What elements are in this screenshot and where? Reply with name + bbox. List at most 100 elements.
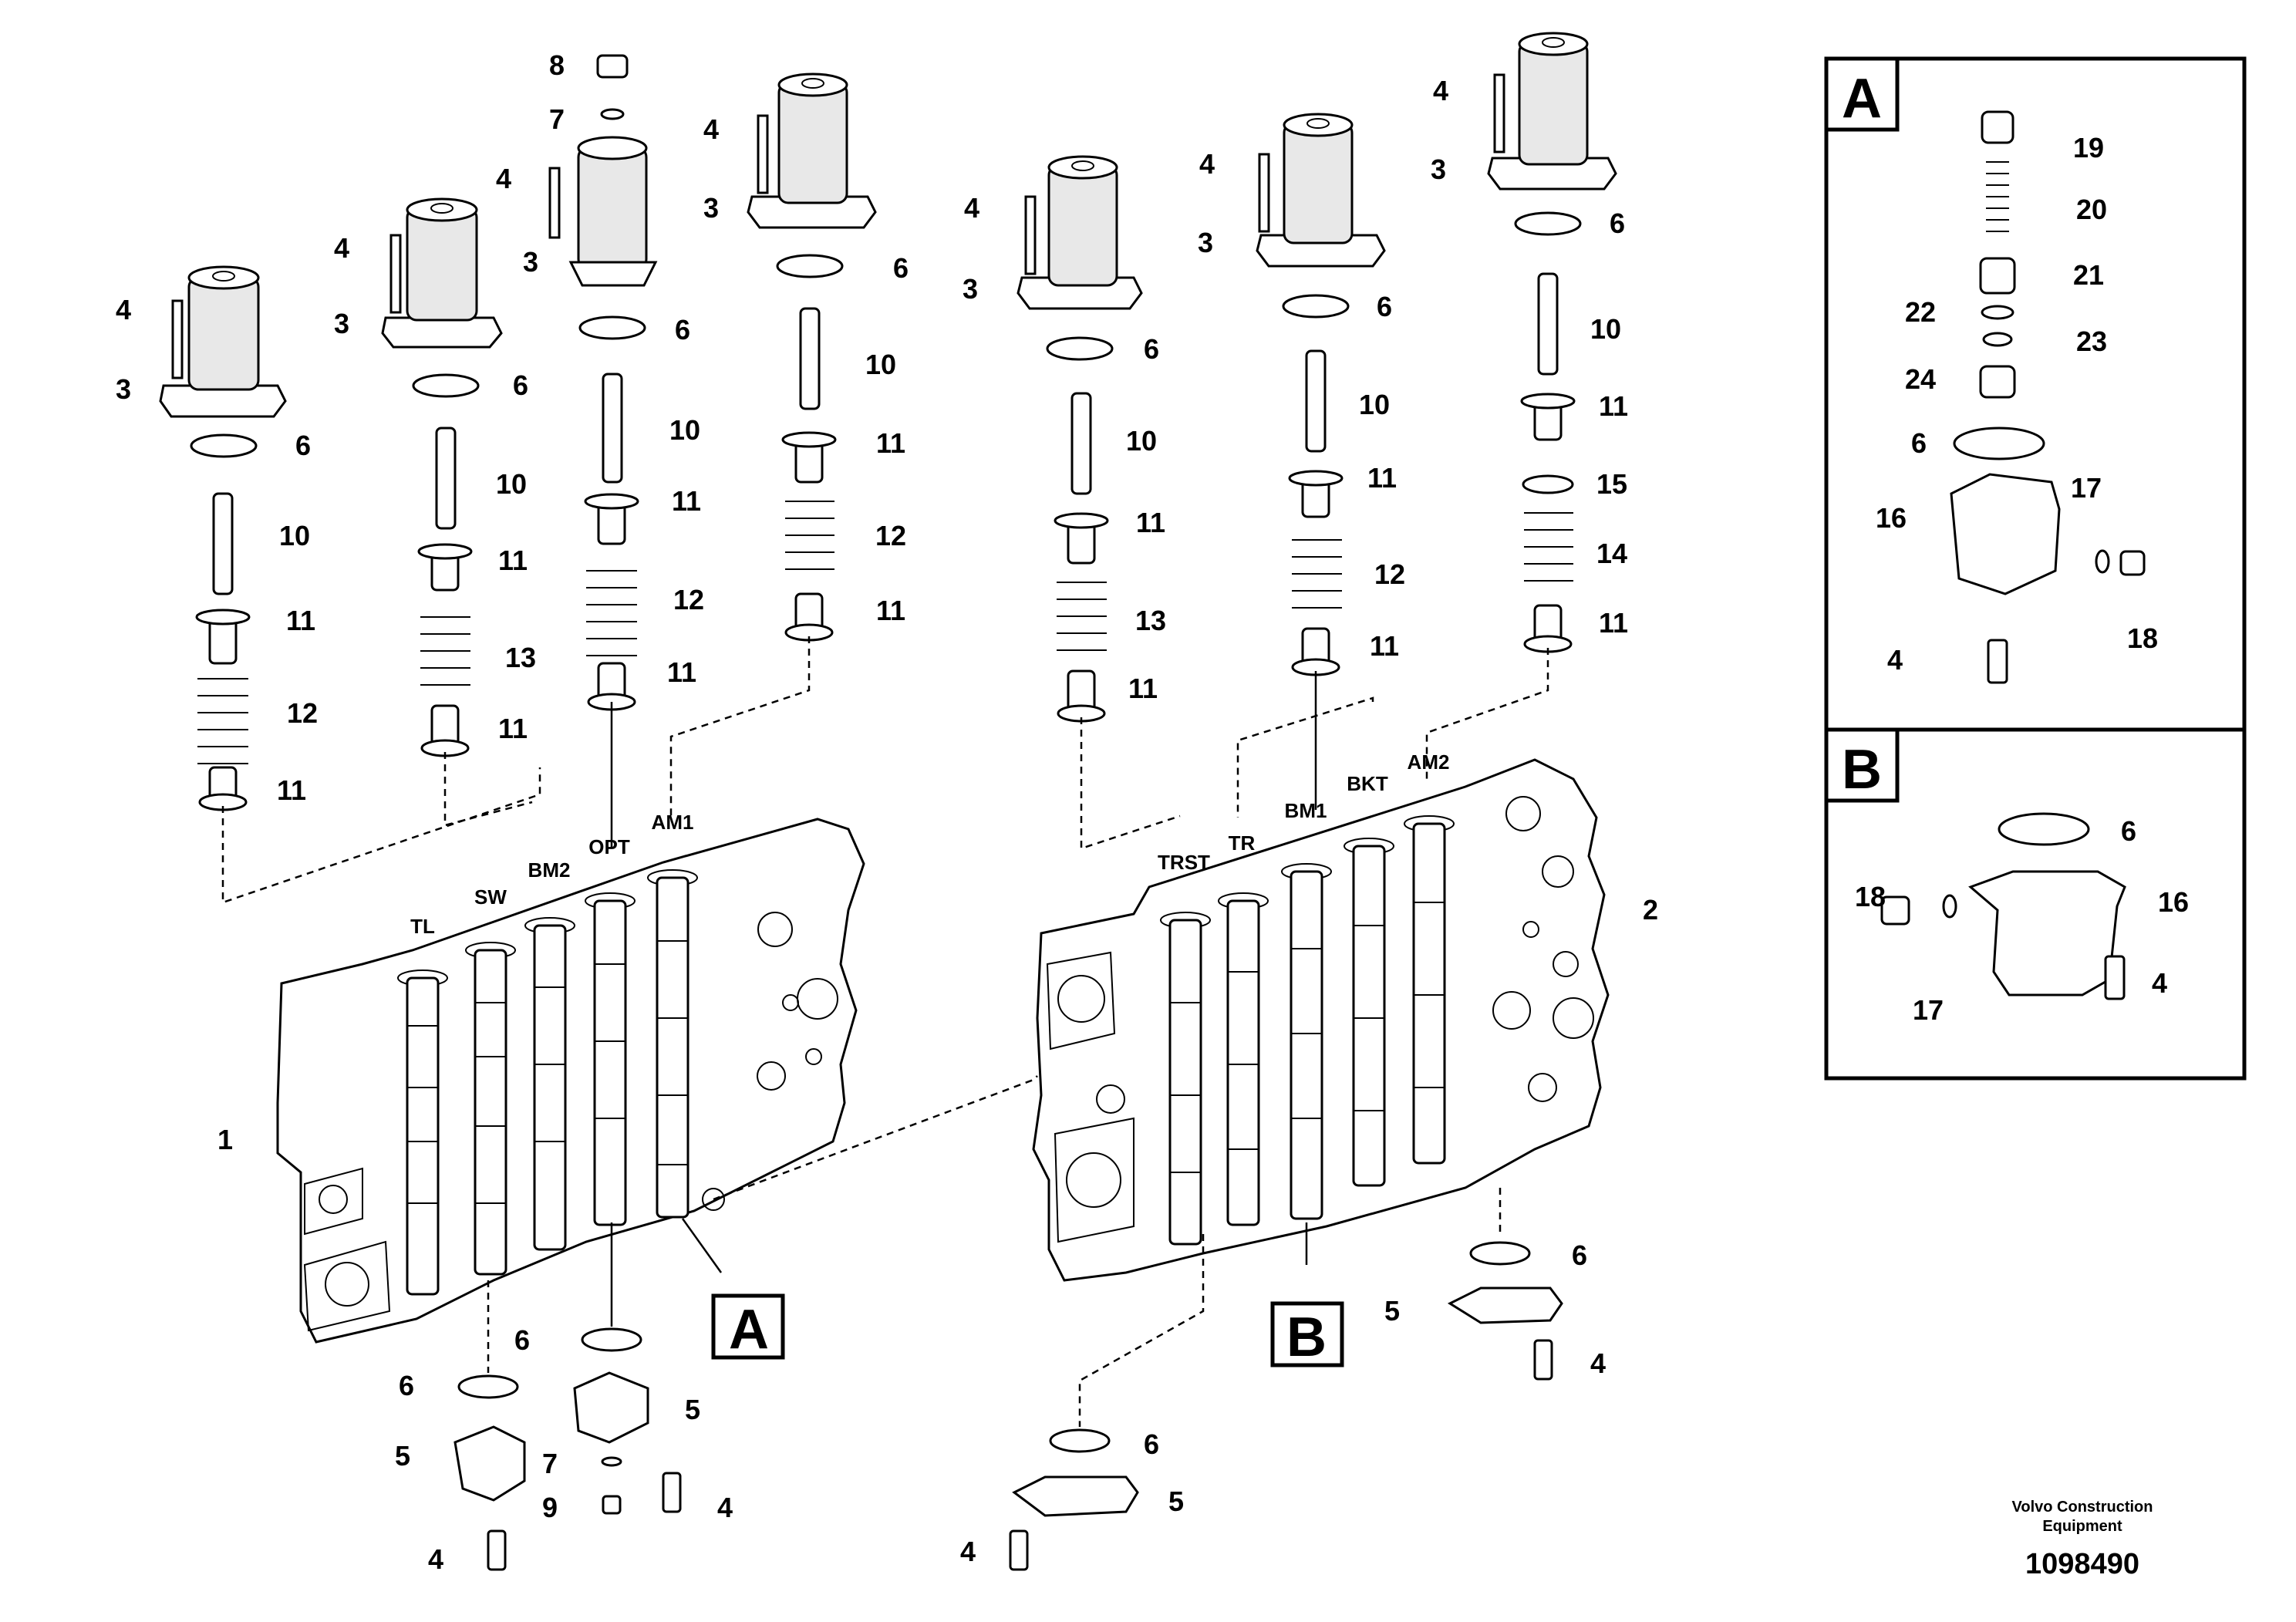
detail-b-marker-label: B — [1286, 1307, 1327, 1368]
callout-5: 5 — [685, 1394, 700, 1425]
callout-11: 11 — [1128, 673, 1158, 704]
callout-18: 18 — [2127, 622, 2158, 654]
spool-tag-bm2: BM2 — [528, 858, 571, 882]
callout-12: 12 — [287, 697, 318, 729]
callout-10: 10 — [1359, 389, 1390, 420]
callout-11: 11 — [498, 545, 528, 576]
callout-4: 4 — [496, 163, 511, 194]
callout-4: 4 — [964, 192, 979, 224]
callout-6: 6 — [1572, 1239, 1587, 1271]
callout-12: 12 — [1374, 558, 1405, 590]
callout-20: 20 — [2076, 194, 2107, 225]
spool-tl — [397, 969, 448, 1296]
callout-11: 11 — [498, 713, 528, 744]
callout-11: 11 — [277, 774, 306, 806]
callout-4: 4 — [2152, 967, 2167, 999]
pilot-stack-5 — [1017, 155, 1143, 723]
pilot-stack-7 — [1487, 32, 1617, 653]
detail-a-parts — [1950, 110, 2146, 684]
callout-4: 4 — [717, 1492, 733, 1523]
callout-14: 14 — [1596, 538, 1627, 569]
callout-13: 13 — [1135, 605, 1166, 636]
callout-10: 10 — [669, 414, 700, 446]
callout-6: 6 — [295, 430, 311, 461]
callout-11: 11 — [876, 595, 905, 626]
bottom-cover-right-2 — [1009, 1428, 1139, 1571]
callout-6: 6 — [1911, 427, 1927, 459]
callout-5: 5 — [1384, 1295, 1400, 1327]
detail-a-marker-label: A — [729, 1299, 769, 1361]
spool-tag-am2: AM2 — [1408, 750, 1450, 774]
callout-3: 3 — [703, 192, 719, 224]
callout-5: 5 — [1168, 1485, 1184, 1517]
callout-16: 16 — [1876, 502, 1907, 534]
callout-16: 16 — [2158, 886, 2189, 918]
callout-6: 6 — [2121, 815, 2136, 847]
credit-line-1: Volvo Construction — [2012, 1499, 2153, 1516]
spool-tag-trst: TRST — [1158, 851, 1210, 874]
callout-10: 10 — [1590, 313, 1621, 345]
callout-2: 2 — [1643, 894, 1658, 926]
bottom-cover-right-1 — [1447, 1241, 1563, 1381]
callout-6: 6 — [1144, 1428, 1159, 1460]
callout-6: 6 — [675, 314, 690, 346]
spool-tag-bm1: BM1 — [1285, 799, 1327, 822]
callout-6: 6 — [893, 252, 909, 284]
callout-15: 15 — [1596, 468, 1627, 500]
detail-frame — [1824, 56, 2247, 1081]
callout-22: 22 — [1905, 296, 1936, 328]
spool-opt — [585, 892, 636, 1226]
detail-b-parts — [1880, 812, 2126, 1000]
callout-11: 11 — [667, 656, 696, 688]
credit-line-2: Equipment — [2042, 1518, 2122, 1535]
callout-11: 11 — [1136, 507, 1165, 538]
spool-tag-sw: SW — [474, 885, 507, 909]
callout-9: 9 — [542, 1492, 558, 1523]
detail-a-box-label: A — [1842, 68, 1882, 130]
callout-3: 3 — [1431, 153, 1446, 185]
spool-bkt — [1344, 838, 1394, 1187]
leader-lines — [221, 636, 1549, 1427]
callout-6: 6 — [514, 1324, 530, 1356]
callout-3: 3 — [523, 246, 538, 278]
callout-7: 7 — [549, 103, 565, 135]
callout-4: 4 — [1433, 75, 1448, 106]
callout-6: 6 — [513, 369, 528, 401]
spool-sw — [465, 942, 516, 1276]
callout-3: 3 — [1198, 227, 1213, 258]
callout-4: 4 — [116, 294, 131, 325]
callout-21: 21 — [2073, 259, 2104, 291]
bottom-cover-middle — [573, 1327, 682, 1515]
callout-4: 4 — [960, 1536, 976, 1567]
valve-block-1 — [276, 818, 865, 1344]
callout-4: 4 — [1590, 1347, 1606, 1379]
callout-3: 3 — [116, 373, 131, 405]
callout-11: 11 — [286, 605, 315, 636]
spool-bm2 — [524, 917, 575, 1251]
detail-a-marker: A — [711, 1293, 785, 1361]
pilot-stack-1 — [159, 265, 287, 811]
pilot-stack-4 — [747, 73, 877, 642]
callout-4: 4 — [1887, 644, 1903, 676]
callout-10: 10 — [865, 349, 896, 380]
spool-trst — [1160, 912, 1211, 1246]
detail-b-marker: B — [1270, 1301, 1344, 1368]
spool-tr — [1218, 892, 1269, 1226]
callout-13: 13 — [505, 642, 536, 673]
callout-5: 5 — [395, 1440, 410, 1472]
pilot-stack-2 — [381, 197, 503, 757]
callout-6: 6 — [399, 1370, 414, 1401]
callout-4: 4 — [703, 113, 719, 145]
callout-6: 6 — [1377, 291, 1392, 322]
bottom-cover-left — [453, 1374, 526, 1571]
callout-4: 4 — [1199, 148, 1215, 180]
spool-tag-tl: TL — [410, 915, 435, 938]
callout-12: 12 — [875, 520, 906, 551]
callout-19: 19 — [2073, 132, 2104, 164]
spool-tag-tr: TR — [1229, 831, 1256, 855]
detail-b-box-label: B — [1842, 739, 1882, 801]
callout-24: 24 — [1905, 363, 1936, 395]
